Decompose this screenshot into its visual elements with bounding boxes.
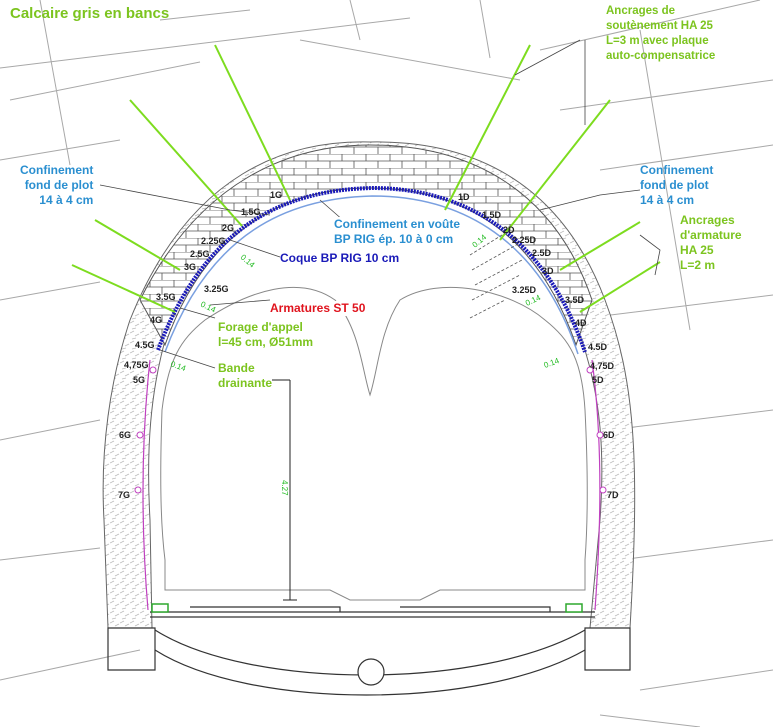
label-ancrages-soutenement: Ancrages de soutènement HA 25 L=3 m avec… xyxy=(606,4,715,64)
shell-inner xyxy=(164,195,579,355)
drainage-strip xyxy=(142,359,601,611)
drain-right xyxy=(565,603,583,613)
label-confinement-left: Confinement fond de plot 14 à 4 cm xyxy=(20,163,93,208)
thickness-2: 0.14 xyxy=(199,300,217,315)
section-marks-left: 1G 1.5G 2G 2.25G 2.5G 3G 3.25G 3.5G 4G 4… xyxy=(118,190,282,500)
label-confinement-left-line1: Confinement xyxy=(20,163,94,177)
label-confinement-voute-line2: BP RIG ép. 10 à 0 cm xyxy=(334,232,454,246)
mark-5d: 5D xyxy=(592,375,604,385)
mark-2g: 2G xyxy=(222,223,234,233)
mark-3-25g: 3.25G xyxy=(204,284,229,294)
mark-4-5d: 4.5D xyxy=(588,342,608,352)
mark-2-5d: 2.5D xyxy=(532,248,552,258)
label-ancrages-armature-line4: L=2 m xyxy=(680,258,716,272)
mark-3d: 3D xyxy=(542,266,554,276)
mark-2-25g: 2.25G xyxy=(201,236,226,246)
thickness-3: 0.14 xyxy=(169,359,187,373)
label-ancrages-soutenement-line3: L=3 m avec plaque xyxy=(606,35,709,47)
thickness-1: 0.14 xyxy=(239,253,257,270)
label-confinement-voute: Confinement en voûte BP RIG ép. 10 à 0 c… xyxy=(334,217,461,247)
label-forage-line2: l=45 cm, Ø51mm xyxy=(218,335,314,349)
label-ancrages-armature: Ancrages d'armature HA 25 L=2 m xyxy=(680,213,742,273)
height-dimension-label: 4.27 xyxy=(280,480,289,496)
mark-4d: 4D xyxy=(575,318,587,328)
label-ancrages-soutenement-line2: soutènement HA 25 xyxy=(606,20,713,32)
label-confinement-right-line2: fond de plot xyxy=(640,178,709,192)
drain-left xyxy=(151,603,169,613)
mark-2-25d: 2.25D xyxy=(512,235,537,245)
mark-2d: 2D xyxy=(503,225,515,235)
bolt-markers xyxy=(134,366,607,494)
label-ancrages-armature-line1: Ancrages xyxy=(680,213,735,227)
label-confinement-left-line2: fond de plot xyxy=(24,178,94,192)
mark-2-5g: 2.5G xyxy=(190,249,210,259)
mark-1-5g: 1.5G xyxy=(241,207,261,217)
mark-5g: 5G xyxy=(133,375,145,385)
mark-3-5g: 3.5G xyxy=(156,292,176,302)
section-marks-right: 1D 1.5D 2D 2.25D 2.5D 3D 3.25D 3.5D 4D 4… xyxy=(458,192,619,500)
thickness-6: 0.14 xyxy=(543,356,561,370)
label-bande-drainante: Bande drainante xyxy=(218,361,273,391)
mark-6g: 6G xyxy=(119,430,131,440)
label-confinement-voute-line1: Confinement en voûte xyxy=(334,217,461,231)
mark-4-75g: 4,75G xyxy=(124,360,149,370)
label-ancrages-armature-line3: HA 25 xyxy=(680,243,714,257)
mark-1-5d: 1.5D xyxy=(482,210,502,220)
label-confinement-right-line3: 14 à 4 cm xyxy=(640,193,695,207)
label-confinement-right-line1: Confinement xyxy=(640,163,714,177)
label-confinement-right: Confinement fond de plot 14 à 4 cm xyxy=(640,163,713,208)
drain-pipe xyxy=(357,658,385,686)
masonry-crown xyxy=(139,144,593,347)
label-armatures: Armatures ST 50 xyxy=(270,301,366,316)
label-ancrages-armature-line2: d'armature xyxy=(680,228,742,242)
thickness-5: 0.14 xyxy=(524,293,542,308)
label-coque: Coque BP RIG 10 cm xyxy=(280,251,400,266)
label-bande-drainante-line2: drainante xyxy=(218,376,273,390)
mark-4-5g: 4.5G xyxy=(135,340,155,350)
diagram-title: Calcaire gris en bancs xyxy=(10,5,170,22)
anchors xyxy=(71,44,661,313)
thickness-4: 0.14 xyxy=(471,232,489,249)
label-forage-line1: Forage d'appel xyxy=(218,320,303,334)
mark-3-25d: 3.25D xyxy=(512,285,537,295)
mark-7g: 7G xyxy=(118,490,130,500)
mark-1g: 1G xyxy=(270,190,282,200)
mark-4g: 4G xyxy=(150,315,162,325)
inner-profile xyxy=(160,286,588,601)
label-bande-drainante-line1: Bande xyxy=(218,361,255,375)
label-confinement-left-line3: 14 à 4 cm xyxy=(39,193,94,207)
tunnel-wall xyxy=(102,141,636,629)
mark-3g: 3G xyxy=(184,262,196,272)
label-ancrages-soutenement-line4: auto-compensatrice xyxy=(606,50,716,62)
label-forage: Forage d'appel l=45 cm, Ø51mm xyxy=(218,320,314,350)
mark-6d: 6D xyxy=(603,430,615,440)
mark-1d: 1D xyxy=(458,192,470,202)
forage-dashed xyxy=(469,229,523,319)
mark-3-5d: 3.5D xyxy=(565,295,585,305)
label-ancrages-soutenement-line1: Ancrages de xyxy=(606,5,676,17)
mark-7d: 7D xyxy=(607,490,619,500)
shotcrete-shell xyxy=(156,185,587,353)
mark-4-75d: 4,75D xyxy=(590,361,615,371)
